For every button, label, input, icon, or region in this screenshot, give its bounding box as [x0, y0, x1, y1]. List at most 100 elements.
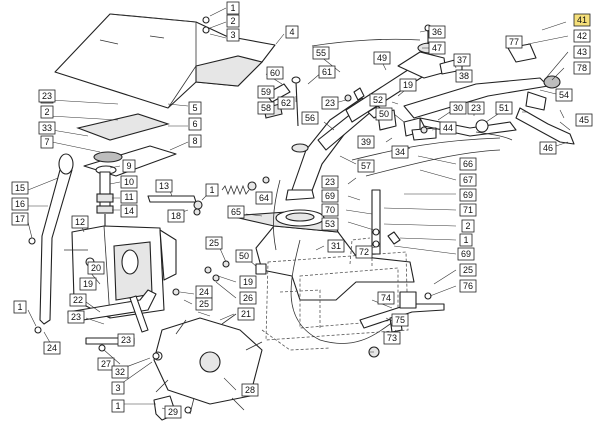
callout-17: 17	[11, 212, 29, 226]
callout-73: 73	[383, 331, 401, 345]
callout-72: 72	[355, 245, 373, 259]
callout-number: 19	[243, 277, 253, 287]
callout-number: 45	[579, 115, 589, 125]
callout-number: 22	[73, 295, 83, 305]
callout-number: 25	[463, 265, 473, 275]
callout-number: 7	[44, 137, 49, 147]
callout-71: 71	[459, 203, 477, 217]
callout-9: 9	[122, 159, 136, 173]
callout-number: 11	[124, 192, 133, 202]
callout-number: 69	[463, 190, 473, 200]
callout-50: 50	[235, 249, 253, 263]
callout-1: 1	[13, 300, 27, 314]
callout-54: 54	[555, 88, 573, 102]
callout-number: 51	[499, 103, 509, 113]
callout-number: 65	[231, 207, 241, 217]
callout-70: 70	[321, 203, 339, 217]
callout-number: 6	[192, 119, 197, 129]
callout-number: 28	[245, 385, 255, 395]
callout-62: 62	[277, 96, 295, 110]
callout-number: 76	[463, 281, 473, 291]
callout-number: 18	[171, 211, 181, 221]
callout-53: 53	[321, 217, 339, 231]
callout-24: 24	[43, 341, 61, 355]
callout-19: 19	[239, 275, 257, 289]
callout-number: 49	[377, 53, 387, 63]
callout-32: 32	[111, 365, 129, 379]
callout-number: 23	[121, 335, 131, 345]
callout-number: 1	[209, 185, 214, 195]
callout-number: 46	[543, 143, 553, 153]
callout-number: 39	[361, 137, 371, 147]
callout-23: 23	[67, 310, 85, 324]
callout-number: 9	[126, 161, 131, 171]
callout-69: 69	[457, 247, 475, 261]
callout-number: 23	[325, 98, 335, 108]
callout-number: 25	[209, 238, 219, 248]
callout-22: 22	[69, 293, 87, 307]
callout-31: 31	[327, 239, 345, 253]
callout-38: 38	[455, 69, 473, 83]
callout-10: 10	[120, 175, 138, 189]
callout-30: 30	[449, 101, 467, 115]
callout-51: 51	[495, 101, 513, 115]
callout-number: 1	[115, 401, 120, 411]
callout-number: 69	[461, 249, 471, 259]
callout-number: 50	[239, 251, 249, 261]
callout-23: 23	[321, 96, 339, 110]
callout-number: 1	[230, 3, 235, 13]
callout-28: 28	[241, 383, 259, 397]
callout-number: 21	[241, 309, 251, 319]
callout-number: 77	[509, 37, 519, 47]
callout-42: 42	[573, 29, 591, 43]
callout-16: 16	[11, 197, 29, 211]
callout-27: 27	[97, 357, 115, 371]
callout-number: 32	[115, 367, 125, 377]
callout-number: 37	[457, 55, 467, 65]
callout-58: 58	[257, 101, 275, 115]
callout-60: 60	[266, 66, 284, 80]
callout-29: 29	[164, 405, 182, 419]
callout-number: 38	[459, 71, 469, 81]
callout-47: 47	[428, 41, 446, 55]
callout-74: 74	[377, 291, 395, 305]
callout-33: 33	[38, 121, 56, 135]
callout-number: 24	[47, 343, 57, 353]
callout-5: 5	[188, 101, 202, 115]
callout-number: 67	[463, 175, 473, 185]
callout-65: 65	[227, 205, 245, 219]
callout-number: 59	[261, 87, 271, 97]
callout-55: 55	[312, 46, 330, 60]
callout-69: 69	[459, 188, 477, 202]
callout-number: 56	[305, 113, 315, 123]
callout-23: 23	[321, 175, 339, 189]
callout-number: 55	[316, 48, 326, 58]
callout-number: 78	[577, 63, 587, 73]
callout-67: 67	[459, 173, 477, 187]
callout-1: 1	[459, 233, 473, 247]
callout-number: 2	[44, 107, 49, 117]
callout-8: 8	[188, 134, 202, 148]
callout-number: 60	[270, 68, 280, 78]
callout-number: 10	[124, 177, 134, 187]
callout-number: 25	[199, 299, 209, 309]
callout-49: 49	[373, 51, 391, 65]
callout-number: 62	[281, 98, 291, 108]
callout-number: 1	[463, 235, 468, 245]
callout-number: 54	[559, 90, 569, 100]
callout-76: 76	[459, 279, 477, 293]
callout-number: 58	[261, 103, 271, 113]
callout-number: 30	[453, 103, 463, 113]
callout-36: 36	[428, 25, 446, 39]
callout-75: 75	[391, 313, 409, 327]
callout-46: 46	[539, 141, 557, 155]
callout-24: 24	[195, 285, 213, 299]
callout-56: 56	[301, 111, 319, 125]
callout-number: 53	[325, 219, 335, 229]
callout-19: 19	[79, 277, 97, 291]
callout-3: 3	[226, 28, 240, 42]
callout-number: 31	[331, 241, 341, 251]
coil-spring	[221, 184, 250, 196]
callout-number: 12	[75, 217, 85, 227]
